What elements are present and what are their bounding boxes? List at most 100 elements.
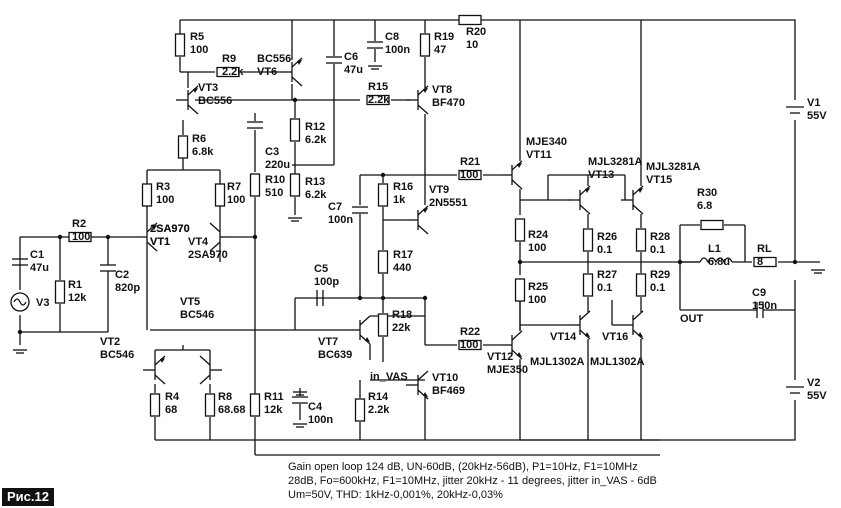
component-label: R4 [165,391,180,403]
component-label: BC546 [100,349,134,361]
inductor [699,257,733,264]
resistor [419,33,431,57]
transistor [500,330,523,360]
component-label: 100n [308,414,333,426]
component-label: R16 [393,181,413,193]
component-label: R28 [650,231,670,243]
resistor [377,183,389,207]
component-label: 100p [314,276,339,288]
resistor [216,66,240,78]
ground-symbol [13,349,27,354]
schematic-components [10,14,825,428]
component-label: 0.1 [597,282,612,294]
component-label: VT15 [646,174,672,186]
component-label: 0.1 [597,244,612,256]
resistor [174,33,186,57]
component-label: R25 [528,281,548,293]
component-label: C9 [752,287,766,299]
component-label: R3 [156,181,170,193]
component-label: C8 [385,31,399,43]
component-label: R15 [368,81,388,93]
component-label: MJL1302A [590,356,644,368]
capacitor [316,290,324,306]
component-label: R27 [597,269,617,281]
component-label: R20 [466,26,486,38]
component-label: VT8 [432,84,452,96]
component-label: 510 [265,187,283,199]
capacitor [100,264,116,272]
component-label: R10 [265,174,285,186]
component-label: R17 [393,249,413,261]
transistor [209,222,232,252]
component-label: MJL3281A [646,161,700,173]
component-label: 55V [807,110,827,122]
component-label: 6.8 [697,200,712,212]
junction-dot [380,172,386,178]
component-label: 0.1 [650,282,665,294]
component-label: 22k [392,322,411,334]
transistor [135,222,158,252]
figure-label: Рис.12 [2,488,54,506]
ground-symbol [368,65,382,70]
component-label: 2SA970 [150,223,190,235]
component-label: V2 [807,377,820,389]
component-label: 150n [752,300,777,312]
component-label: R9 [222,53,236,65]
component-label: 68.68 [218,404,246,416]
resistor [141,183,153,207]
component-label: 100 [190,44,208,56]
resistor [177,135,189,159]
component-label: 820p [115,282,140,294]
resistor [214,183,226,207]
component-label: 47u [344,64,363,76]
resistor [458,14,482,26]
component-label: R18 [392,309,412,321]
transistor [621,310,644,340]
resistor [249,393,261,417]
component-label: VT6 [257,66,277,78]
schematic-caption: Gain open loop 124 dB, UN-60dB, (20kHz-5… [288,461,657,501]
component-label: R6 [192,133,206,145]
component-label: MJL3281A [588,156,642,168]
resistor [635,273,647,297]
schematic-labels: V155VV255VC147uV3R2100R112kC2820p2SA970V… [30,26,827,426]
component-label: R7 [227,181,241,193]
resistor [514,278,526,302]
component-label: VT14 [550,331,577,343]
component-label: C4 [308,401,323,413]
component-label: 47 [434,44,446,56]
caption-line: Um=50V, THD: 1kHz-0,001%, 20kHz-0,03% [288,489,503,501]
component-label: VT4 [188,236,209,248]
component-label: V1 [807,97,820,109]
component-label: R14 [368,391,389,403]
resistor [289,118,301,142]
junction-dot [792,259,798,265]
component-label: 100 [72,231,90,243]
ground-symbol [811,269,825,274]
schematic-wires [17,19,820,456]
transistor [348,315,371,345]
component-label: 100 [460,169,478,181]
transistor [280,57,303,87]
caption-line: Gain open loop 124 dB, UN-60dB, (20kHz-5… [288,461,638,473]
component-label: R22 [460,326,480,338]
component-label: 2.2k [368,94,390,106]
resistor [582,273,594,297]
component-label: R12 [305,121,325,133]
component-label: BF470 [432,97,465,109]
wire [180,19,796,100]
component-label: R19 [434,31,454,43]
component-label: VT13 [588,169,614,181]
component-label: R21 [460,156,480,168]
resistor [54,280,66,304]
component-label: 100 [227,194,245,206]
transistor [176,85,199,115]
transistor [500,160,523,190]
transistor [406,205,429,235]
component-label: 100 [156,194,174,206]
component-label: BF469 [432,385,465,397]
component-label: MJL1302A [530,356,584,368]
component-label: 1k [393,194,406,206]
capacitor [352,206,368,214]
component-label: BC639 [318,349,352,361]
